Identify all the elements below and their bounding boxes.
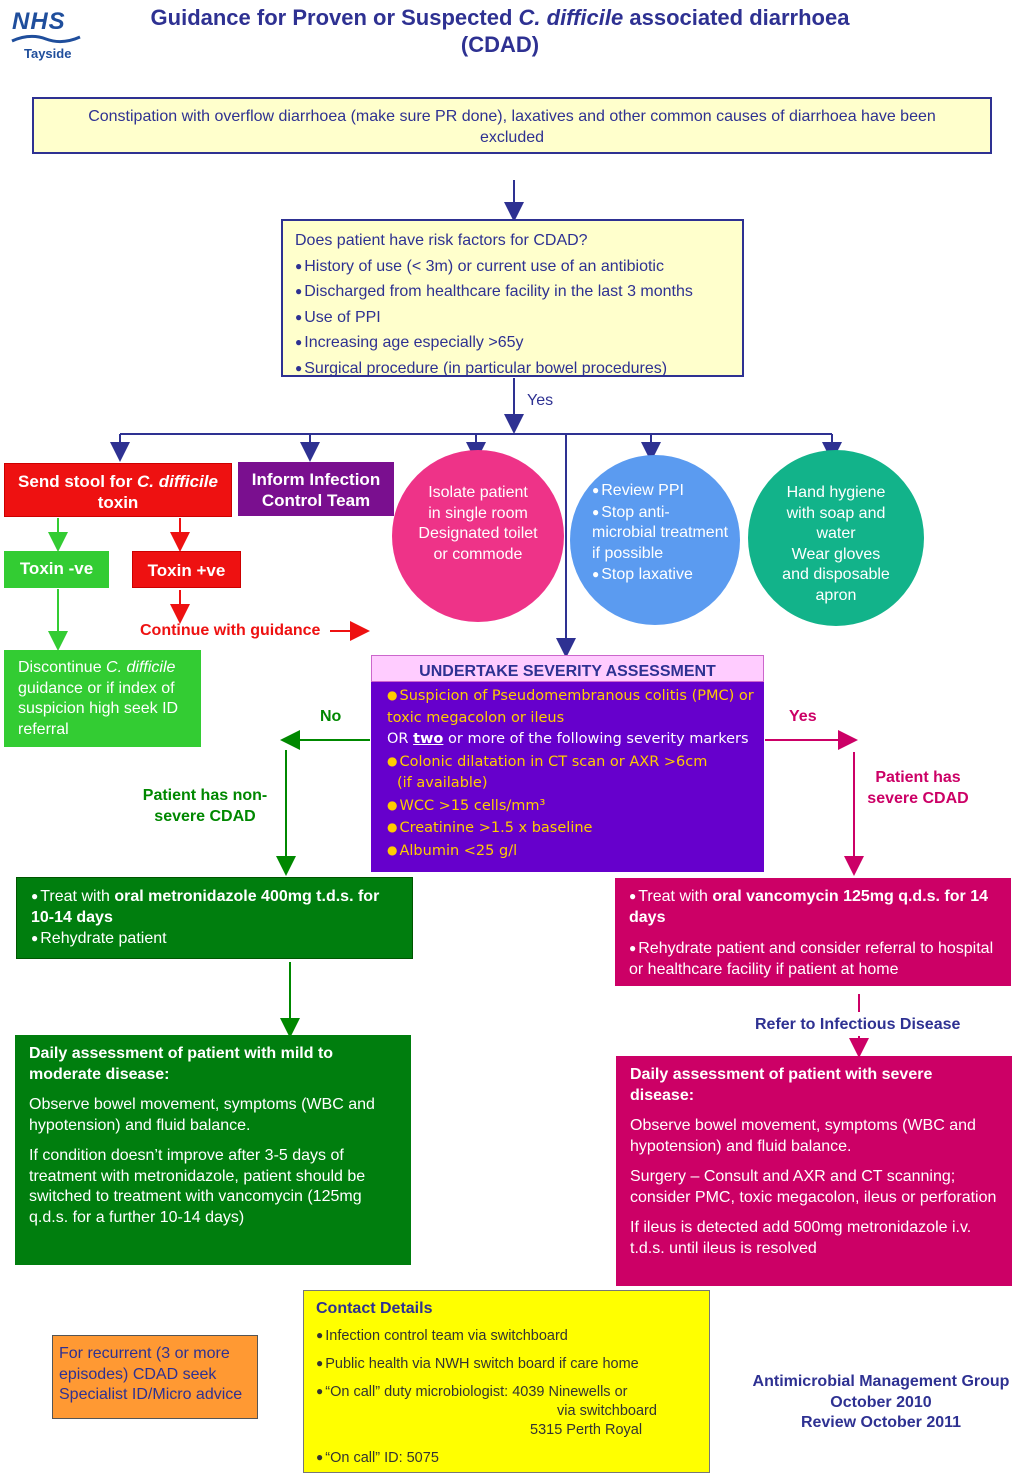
severity-assessment-box: UNDERTAKE SEVERITY ASSESSMENT Suspicion … bbox=[371, 655, 764, 872]
risk-yes-label: Yes bbox=[527, 392, 554, 409]
nhs-logo: NHS bbox=[12, 8, 66, 35]
risk-item: Discharged from healthcare facility in t… bbox=[295, 279, 730, 305]
exclusion-box: Constipation with overflow diarrhoea (ma… bbox=[32, 97, 992, 154]
metronidazole-treatment-box: Treat with oral metronidazole 400mg t.d.… bbox=[16, 877, 413, 959]
rehydrate-line: Rehydrate patient bbox=[31, 928, 398, 950]
contact-line: via switchboard bbox=[557, 1403, 657, 1419]
refer-id-label: Refer to Infectious Disease bbox=[755, 1016, 961, 1033]
risk-factors-box: Does patient have risk factors for CDAD?… bbox=[281, 219, 744, 377]
severity-marker: WCC >15 cells/mm³ bbox=[387, 795, 757, 818]
severity-marker: Colonic dilatation in CT scan or AXR >6c… bbox=[387, 751, 757, 774]
severity-item: Suspicion of Pseudomembranous colitis (P… bbox=[387, 685, 757, 729]
branch-no-label: No bbox=[320, 708, 342, 725]
rehydrate-line: Rehydrate patient and consider referral … bbox=[629, 938, 997, 980]
nhs-region: Tayside bbox=[24, 46, 72, 61]
contact-line: Public health via NWH switch board if ca… bbox=[316, 1354, 697, 1374]
severe-label: Patient has severe CDAD bbox=[867, 769, 969, 807]
footer-credit: Antimicrobial Management Group October 2… bbox=[752, 1373, 1010, 1431]
contact-line: “On call” ID: 5075 bbox=[316, 1448, 697, 1468]
risk-question: Does patient have risk factors for CDAD? bbox=[295, 232, 588, 249]
send-stool-box: Send stool for C. difficile toxin bbox=[4, 463, 232, 517]
review-ppi-circle: Review PPI Stop anti-microbial treatment… bbox=[570, 455, 740, 625]
toxin-negative-box: Toxin -ve bbox=[4, 551, 109, 588]
recurrent-advice-box: For recurrent (3 or more episodes) CDAD … bbox=[52, 1335, 258, 1419]
toxin-positive-box: Toxin +ve bbox=[132, 551, 241, 588]
hand-hygiene-circle: Hand hygiene with soap and water Wear gl… bbox=[748, 450, 924, 626]
daily-assessment-severe-box: Daily assessment of patient with severe … bbox=[616, 1056, 1012, 1286]
severity-marker: Albumin <25 g/l bbox=[387, 840, 757, 863]
contact-line: 5315 Perth Royal bbox=[530, 1422, 643, 1438]
non-severe-label: Patient has non-severe CDAD bbox=[142, 787, 268, 825]
risk-item: Increasing age especially >65y bbox=[295, 330, 730, 356]
severity-marker-note: (if available) bbox=[397, 775, 488, 791]
contact-details-box: Contact Details Infection control team v… bbox=[303, 1290, 710, 1473]
treatment-line: Treat with oral vancomycin 125mg q.d.s. … bbox=[629, 886, 997, 928]
risk-item: History of use (< 3m) or current use of … bbox=[295, 254, 730, 280]
risk-item: Use of PPI bbox=[295, 305, 730, 331]
daily-assessment-mild-box: Daily assessment of patient with mild to… bbox=[15, 1035, 411, 1265]
isolate-patient-circle: Isolate patient in single room Designate… bbox=[392, 450, 564, 622]
inform-infection-control-box: Inform Infection Control Team bbox=[238, 462, 394, 516]
severity-or-two: OR two or more of the following severity… bbox=[387, 731, 749, 747]
continue-with-guidance: Continue with guidance bbox=[140, 622, 321, 639]
discontinue-box: Discontinue C. difficile guidance or if … bbox=[4, 650, 201, 747]
treatment-line: Treat with oral metronidazole 400mg t.d.… bbox=[31, 886, 398, 928]
page-title: Guidance for Proven or Suspected C. diff… bbox=[150, 5, 850, 57]
branch-yes-label: Yes bbox=[789, 708, 817, 725]
nhs-swoosh-icon bbox=[11, 34, 81, 44]
severity-marker: Creatinine >1.5 x baseline bbox=[387, 817, 757, 840]
contact-line: “On call” duty microbiologist: 4039 Nine… bbox=[316, 1382, 697, 1402]
risk-item: Surgical procedure (in particular bowel … bbox=[295, 356, 730, 382]
severity-heading: UNDERTAKE SEVERITY ASSESSMENT bbox=[371, 655, 764, 682]
contact-heading: Contact Details bbox=[316, 1300, 433, 1317]
vancomycin-treatment-box: Treat with oral vancomycin 125mg q.d.s. … bbox=[615, 878, 1011, 986]
contact-line: Infection control team via switchboard bbox=[316, 1326, 697, 1346]
